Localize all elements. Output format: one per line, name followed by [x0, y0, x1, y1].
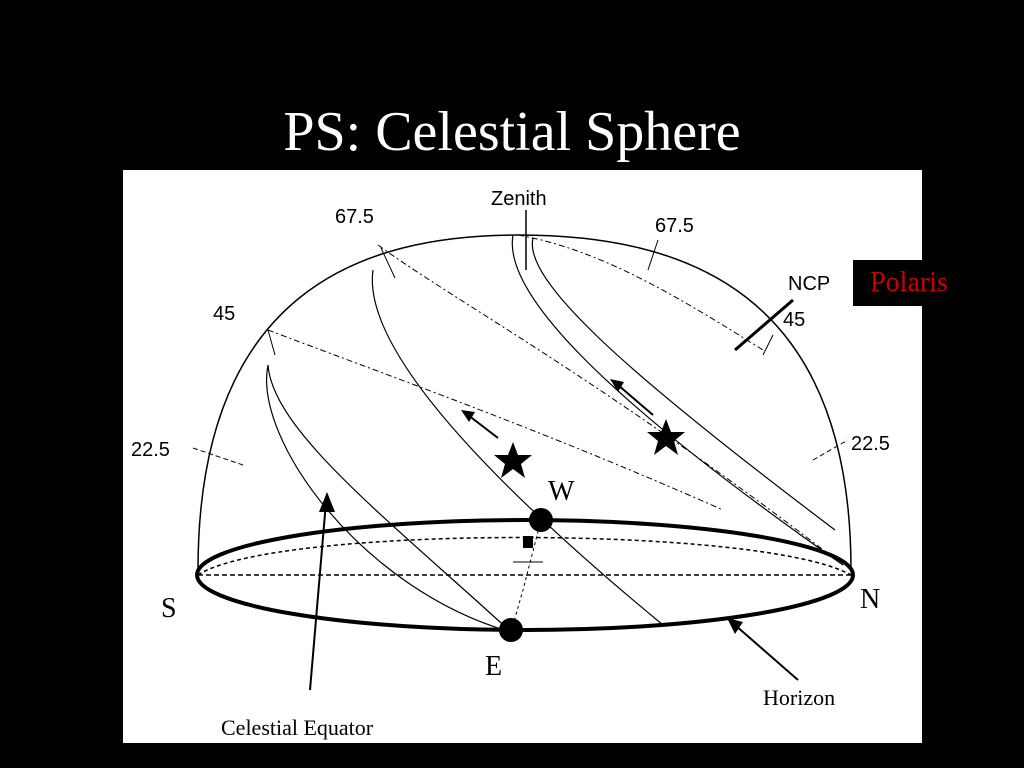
label-west: W: [548, 476, 575, 507]
altitude-line-22: [192, 447, 244, 466]
sphere-svg: Zenith 67.5 67.5 45 45 22.5 22.5 NCP W E…: [131, 188, 890, 740]
horizon-ellipse: [195, 518, 855, 632]
altitude-line-22r: [812, 439, 849, 461]
label-alt-22-left: 22.5: [131, 439, 170, 461]
diurnal-circle-1: [267, 364, 512, 633]
east-point: [499, 618, 523, 642]
meridian-dotted: [510, 519, 542, 633]
altitude-line-45: [267, 329, 724, 511]
tick-45-right: [762, 334, 774, 356]
tick-45-left: [267, 329, 276, 356]
diurnal-circle-4: [531, 237, 836, 531]
label-alt-45-left: 45: [213, 303, 235, 325]
horizon-back: [197, 536, 852, 576]
label-alt-45-right: 45: [783, 309, 805, 331]
altitude-line-top: [517, 234, 764, 351]
diurnal-circle-3: [511, 234, 844, 566]
motion-arrowhead-left: [461, 410, 475, 422]
label-alt-67-right: 67.5: [655, 215, 694, 237]
equator-pointer: [309, 501, 327, 691]
star-right: [647, 419, 685, 455]
west-point: [529, 508, 553, 532]
label-south: S: [161, 593, 177, 624]
star-left: [494, 442, 532, 478]
label-zenith: Zenith: [491, 188, 547, 210]
motion-arrow-left: [467, 414, 499, 439]
diurnal-circle-5: [266, 364, 512, 633]
slide-title: PS: Celestial Sphere: [283, 101, 741, 163]
horizon-pointer: [734, 624, 799, 681]
motion-arrowhead-right: [610, 379, 624, 392]
label-north: N: [860, 584, 880, 615]
tick-67-right: [647, 239, 659, 271]
label-celestial-equator: Celestial Equator: [221, 715, 374, 740]
label-east: E: [485, 651, 502, 682]
equator-pointer-head: [319, 492, 335, 512]
observer-marker: [523, 536, 533, 548]
label-ncp: NCP: [788, 273, 830, 295]
polaris-label: Polaris: [853, 260, 965, 306]
ncp-axis: [734, 298, 794, 352]
tick-67-left: [380, 247, 396, 279]
celestial-sphere-diagram: Zenith 67.5 67.5 45 45 22.5 22.5 NCP W E…: [123, 170, 922, 743]
label-horizon: Horizon: [763, 685, 835, 710]
altitude-line-67: [377, 244, 844, 566]
diurnal-circle-2: [371, 269, 664, 626]
motion-arrow-right: [617, 384, 654, 416]
label-alt-67-left: 67.5: [335, 206, 374, 228]
horizon-pointer-head: [727, 618, 743, 634]
label-alt-22-right: 22.5: [851, 433, 890, 455]
